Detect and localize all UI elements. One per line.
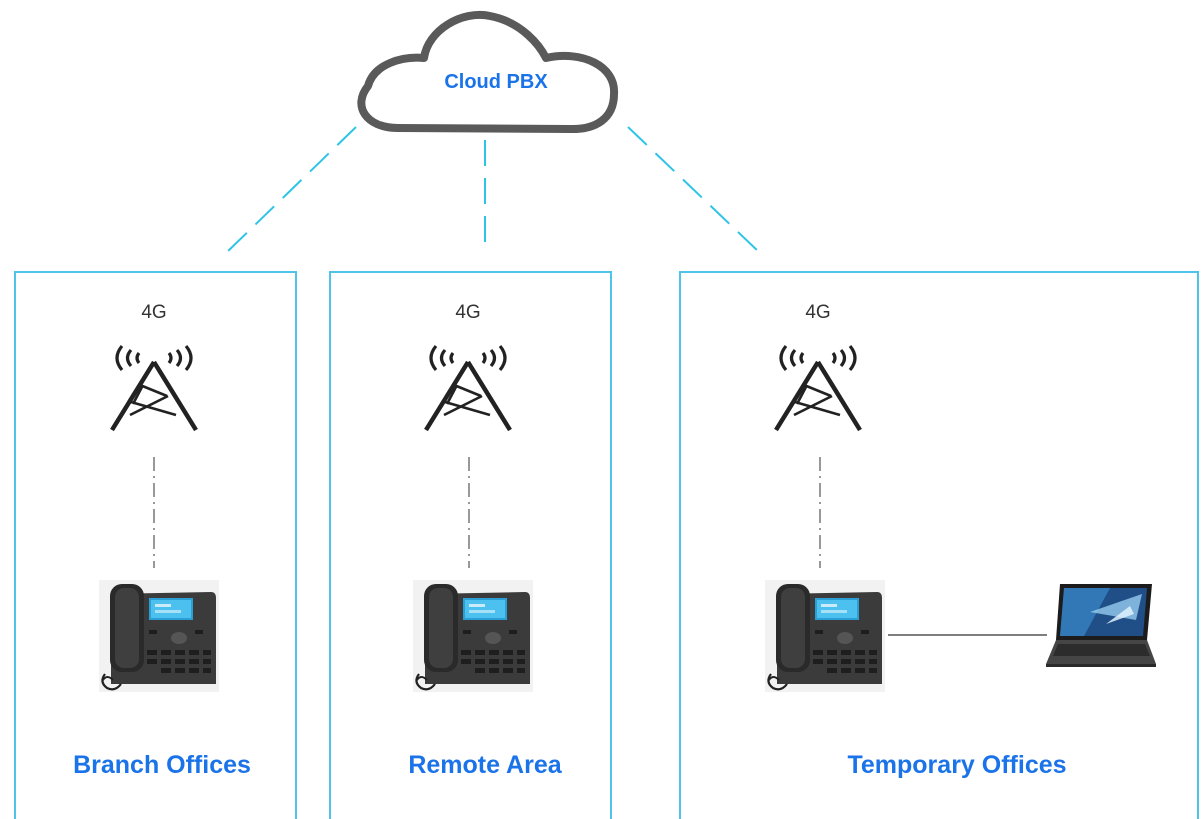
cell-tower-icon [112, 346, 196, 430]
laptop-icon [1046, 584, 1156, 667]
link-temporary-offices [627, 126, 761, 254]
site-frame [14, 271, 297, 819]
ip-phone-icon [763, 578, 887, 694]
site-caption: Temporary Offices [847, 751, 1066, 779]
ip-phone-icon [97, 578, 221, 694]
cloud-label: Cloud PBX [444, 71, 548, 93]
site-technology-label: 4G [141, 302, 166, 323]
site-caption: Remote Area [408, 751, 562, 779]
cell-tower-icon [776, 346, 860, 430]
site-technology-label: 4G [805, 302, 830, 323]
site-remote-area: 4G Remote Area [329, 271, 612, 819]
site-technology-label: 4G [455, 302, 480, 323]
site-temporary-offices: 4G Temporary Offices [679, 271, 1199, 819]
link-branch-offices [225, 126, 357, 254]
ip-phone-icon [411, 578, 535, 694]
site-caption: Branch Offices [73, 751, 251, 779]
cloud-icon [357, 10, 619, 134]
cell-tower-icon [426, 346, 510, 430]
site-branch-offices: 4G Branch Offices [14, 271, 297, 819]
site-frame [679, 271, 1199, 819]
cloud-pbx: Cloud PBX [357, 10, 619, 134]
site-frame [329, 271, 612, 819]
